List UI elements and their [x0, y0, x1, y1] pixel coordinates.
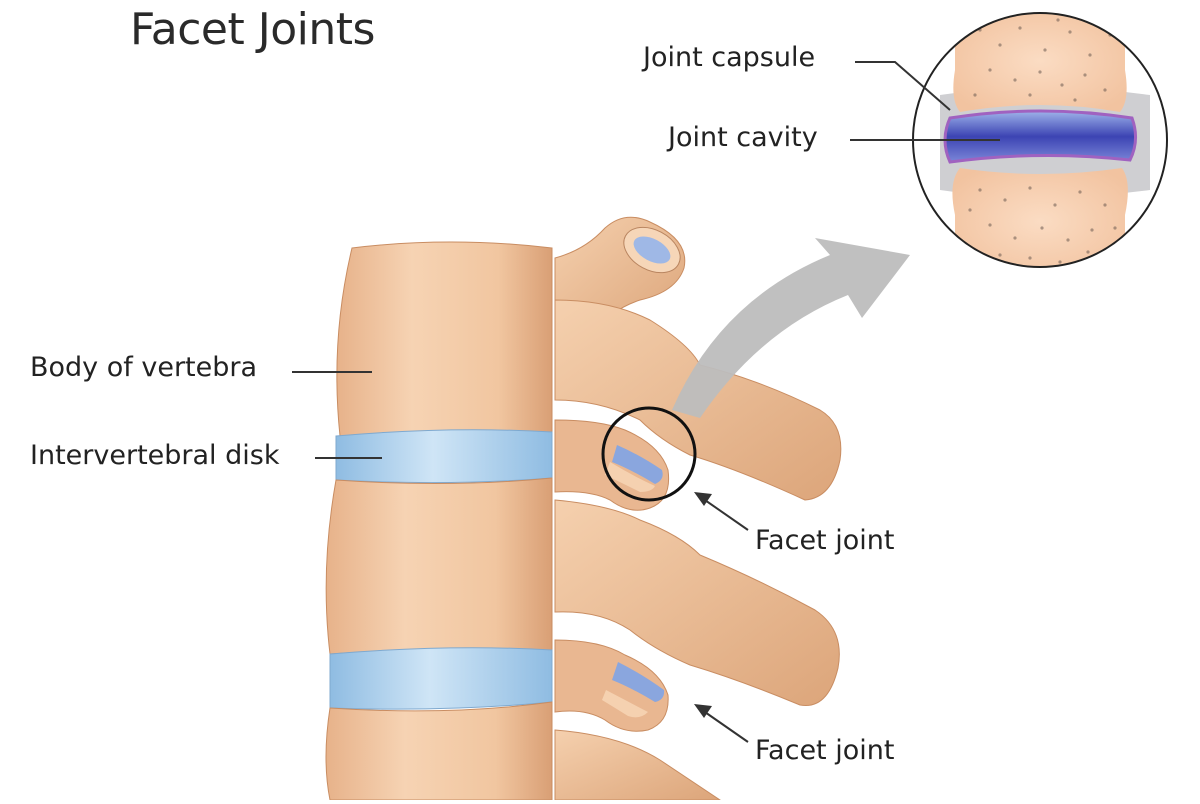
leader-lines — [292, 61, 1000, 743]
label-joint-cavity: Joint cavity — [668, 122, 818, 153]
vertebral-body-bottom — [325, 701, 553, 801]
leader-facet-joint-lower — [701, 709, 749, 743]
label-facet-joint-upper: Facet joint — [755, 525, 895, 556]
arrowhead-facet-upper — [694, 492, 712, 506]
arrowheads — [694, 492, 712, 718]
vertebral-body-middle — [325, 477, 553, 655]
vertebral-body-top — [336, 241, 553, 437]
page-title: Facet Joints — [130, 4, 375, 55]
arrowhead-facet-lower — [694, 704, 712, 718]
leader-facet-joint-upper — [701, 497, 749, 531]
label-body-of-vertebra: Body of vertebra — [30, 352, 258, 383]
joint-cavity-shape — [943, 109, 1137, 164]
label-intervertebral-disk: Intervertebral disk — [30, 440, 280, 471]
bottom-spinous-process — [554, 729, 722, 801]
facet-highlight-circle — [601, 406, 697, 502]
intervertebral-disk-top — [335, 429, 553, 484]
intervertebral-disk-bottom — [329, 647, 553, 710]
joint-inset — [912, 12, 1168, 268]
middle-spinous-process — [554, 499, 840, 707]
leader-joint-capsule — [855, 61, 951, 111]
zoom-arrow — [672, 238, 910, 418]
label-joint-capsule: Joint capsule — [643, 42, 816, 73]
posterior-processes — [554, 216, 842, 801]
label-facet-joint-lower: Facet joint — [755, 735, 895, 766]
vertebral-column — [325, 241, 553, 801]
